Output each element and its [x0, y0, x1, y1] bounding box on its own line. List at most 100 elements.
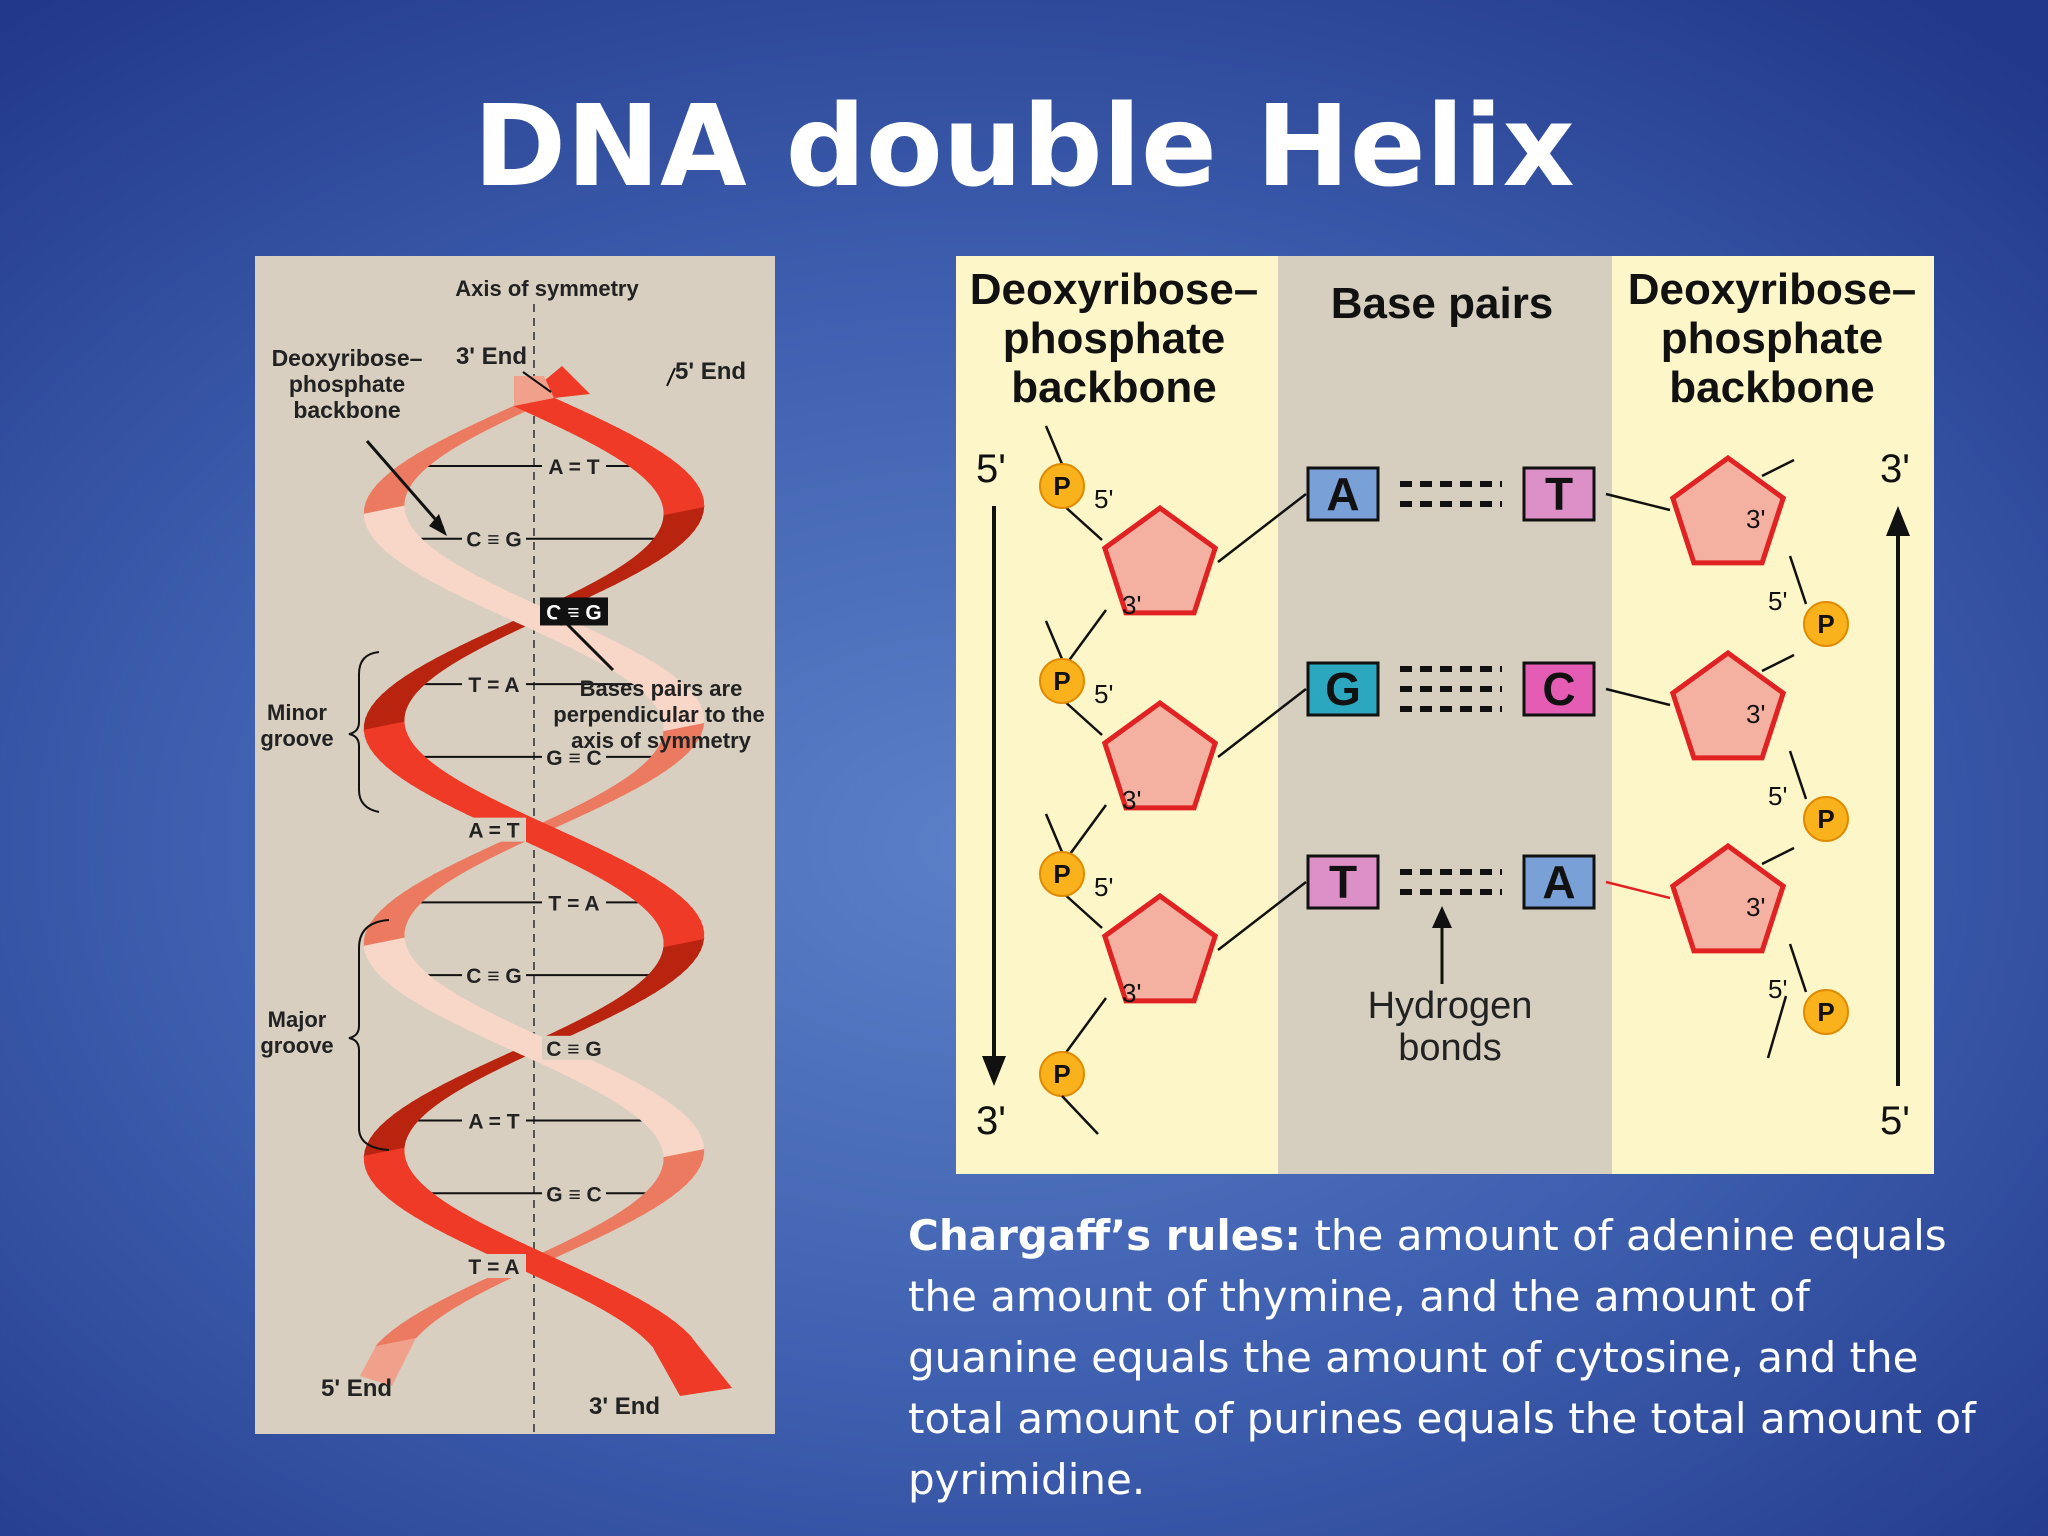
base-pair-label: C ≡ G	[466, 529, 521, 552]
perpendicular-note-arrow-head	[553, 610, 571, 626]
hydrogen-bonds-arrow-head	[1432, 906, 1452, 928]
bottom-5-end-label: 5' End	[321, 1375, 392, 1402]
svg-text:Minor: Minor	[267, 700, 327, 725]
backbone-arrow	[365, 440, 445, 529]
right-strand-arrow-head	[1886, 506, 1910, 536]
base-pair-label: A = T	[468, 1111, 519, 1134]
carbon-position-label: 5'	[1768, 586, 1787, 616]
carbon-position-label: 3'	[1122, 978, 1141, 1008]
backbone-bond	[1217, 688, 1307, 758]
right-base-box	[1522, 854, 1596, 910]
svg-text:phosphate: phosphate	[1661, 314, 1883, 363]
base-pair-label: A = T	[548, 456, 599, 479]
left-base-letter: G	[1325, 663, 1361, 715]
backbone-label: Deoxyribose– phosphate backbone	[272, 345, 423, 423]
backbone-bond	[1044, 425, 1064, 465]
chargaff-rules-text: Chargaff’s rules: the amount of adenine …	[908, 1205, 1988, 1510]
base-pairing-figure: Deoxyribose– phosphate backbone Base pai…	[956, 256, 1934, 1174]
phosphate-icon	[1039, 463, 1085, 509]
pair-label-backdrop	[462, 1254, 526, 1278]
bottom-3-end-label: 3' End	[589, 1393, 660, 1420]
backbone-bond	[1061, 891, 1103, 929]
svg-text:axis of symmetry: axis of symmetry	[571, 728, 752, 753]
top-5-end-pointer	[666, 367, 676, 387]
left-deoxyribose-sugar	[1101, 504, 1219, 616]
phosphate-icon	[1803, 989, 1849, 1035]
base-pair-rungs	[400, 465, 668, 1267]
right-base-letter: C	[1542, 663, 1575, 715]
right-base-box	[1522, 466, 1596, 522]
top-5-end-label: 5' End	[675, 358, 746, 385]
pair-label-backdrop	[542, 890, 606, 915]
highlighted-pair-box	[540, 597, 608, 626]
right-deoxyribose-sugar	[1669, 649, 1787, 761]
base-pairs-header: Base pairs	[1331, 279, 1554, 328]
backbone-bond	[1761, 458, 1795, 478]
light-strand-ribbon-segment	[662, 1141, 705, 1158]
perpendicular-note-arrow	[559, 616, 615, 672]
pair-label-backdrop	[542, 454, 606, 478]
dark-strand-bottom-end	[652, 1338, 733, 1396]
axis-of-symmetry-label: Axis of symmetry	[455, 276, 639, 301]
dark-strand-ribbon-segment	[663, 499, 705, 516]
left-strand-arrow-head	[982, 1056, 1006, 1086]
pair-label-backdrop	[462, 817, 526, 842]
backbone-bond	[1044, 813, 1064, 853]
right-top-end-label: 3'	[1880, 447, 1910, 491]
backbone-bond	[1061, 698, 1103, 736]
carbon-position-label: 5'	[1768, 974, 1787, 1004]
svg-text:Deoxyribose–: Deoxyribose–	[272, 345, 423, 371]
pair-label-backdrop	[462, 1108, 526, 1133]
dark-strand-ribbon-segment	[663, 931, 705, 948]
left-deoxyribose-sugar	[1101, 699, 1219, 811]
backbone-bond	[1044, 620, 1064, 660]
pair-label-backdrop	[462, 963, 526, 988]
carbon-position-label: 3'	[1746, 699, 1765, 729]
double-helix-figure: A = TC ≡ GC ≡ GT = AG ≡ CA = TT = AC ≡ G…	[255, 256, 775, 1434]
right-backbone-header: Deoxyribose– phosphate backbone	[1628, 265, 1917, 412]
perpendicular-note: Bases pairs are perpendicular to the axi…	[553, 676, 764, 753]
right-deoxyribose-sugar	[1669, 842, 1787, 954]
svg-text:groove: groove	[260, 1033, 333, 1058]
carbon-position-label: 3'	[1746, 504, 1765, 534]
major-groove-label: Major groove	[260, 1007, 333, 1058]
backbone-bond	[1788, 943, 1808, 993]
svg-text:Bases pairs are: Bases pairs are	[580, 676, 743, 701]
left-base-box	[1306, 661, 1380, 717]
backbone-bond	[1217, 493, 1307, 563]
carbon-position-label: 3'	[1746, 892, 1765, 922]
svg-text:perpendicular to the: perpendicular to the	[553, 702, 764, 727]
major-groove-bracket	[348, 919, 390, 1151]
svg-text:Deoxyribose–: Deoxyribose–	[970, 265, 1259, 314]
left-backbone-panel	[956, 256, 1278, 1174]
carbon-position-label: 3'	[1122, 590, 1141, 620]
pair-label-backdrop	[462, 672, 526, 697]
backbone-bond	[1605, 880, 1671, 900]
svg-text:Hydrogen: Hydrogen	[1368, 985, 1533, 1027]
phosphate-label: P	[1817, 997, 1834, 1027]
backbone-bond	[1061, 1095, 1099, 1135]
right-deoxyribose-sugar	[1669, 454, 1787, 566]
carbon-position-label: 5'	[1094, 679, 1113, 709]
pair-label-backdrop	[542, 1181, 606, 1206]
backbone-bond	[1761, 653, 1795, 673]
left-bottom-end-label: 3'	[976, 1099, 1006, 1143]
left-base-box	[1306, 854, 1380, 910]
light-strand-top-end	[514, 376, 554, 406]
backbone-bond	[1766, 995, 1788, 1059]
pair-label-backdrop	[542, 744, 606, 769]
light-strand-bottom-end	[359, 1338, 416, 1386]
left-backbone-header: Deoxyribose– phosphate backbone	[970, 265, 1259, 412]
slide-title: DNA double Helix	[473, 82, 1575, 212]
minor-groove-label: Minor groove	[260, 700, 333, 751]
svg-text:phosphate: phosphate	[1003, 314, 1225, 363]
backbone-bond	[1788, 555, 1808, 605]
base-pair-label: T = A	[548, 892, 599, 915]
svg-text:groove: groove	[260, 726, 333, 751]
top-3-end-label: 3' End	[456, 343, 527, 370]
phosphate-label: P	[1053, 1059, 1070, 1089]
left-base-letter: T	[1329, 856, 1357, 908]
phosphate-label: P	[1053, 471, 1070, 501]
left-base-letter: A	[1326, 468, 1359, 520]
